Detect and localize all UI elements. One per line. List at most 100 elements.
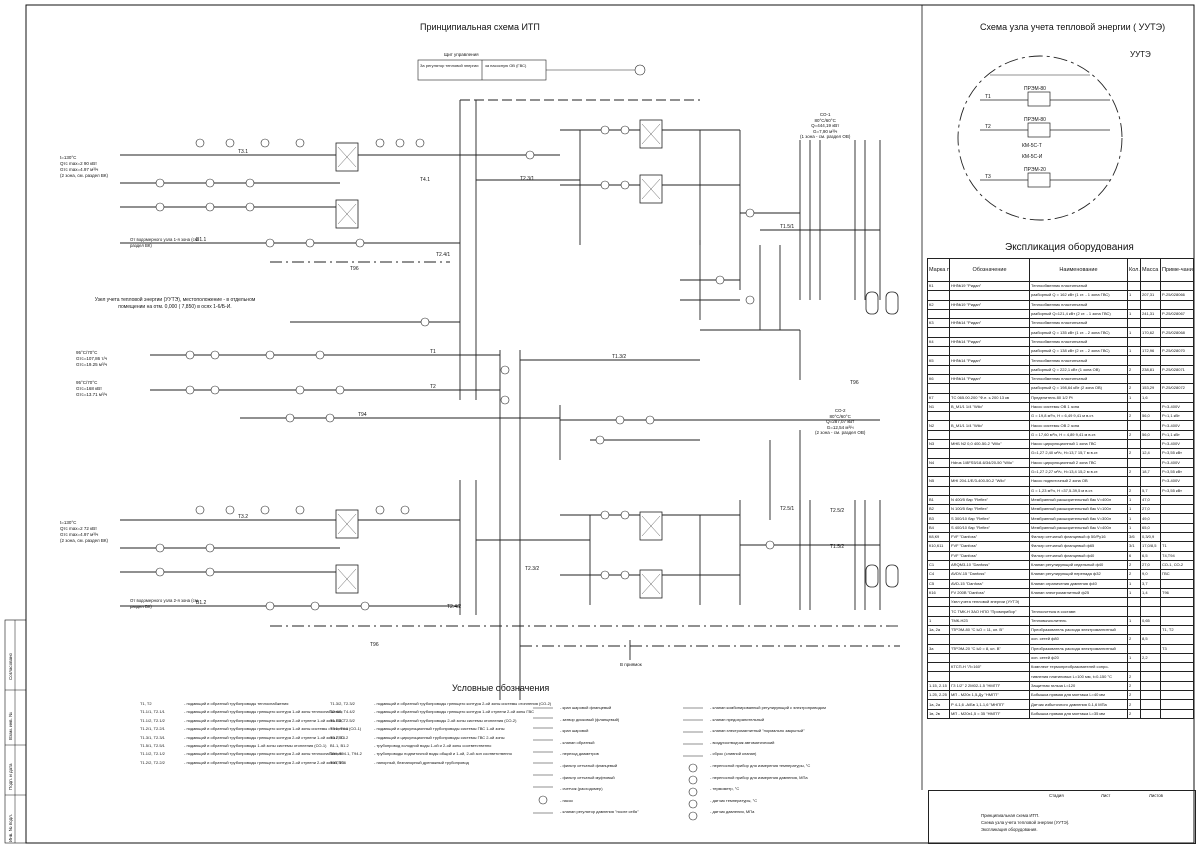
equipment-cell: Комплект термопреобразователей сопро-	[1029, 662, 1128, 673]
equipment-cell: Р=3-400V	[1160, 476, 1194, 487]
equipment-cell	[949, 327, 1030, 338]
equipment-cell: Р=3-400V	[1160, 401, 1194, 413]
meter-label: КМ-5С-Т	[1022, 143, 1042, 149]
equipment-cell: Теплообменник пластинчатый	[1029, 373, 1128, 385]
equipment-row: тивления платиновых L=100 мм, t=0-150 °C…	[927, 671, 1194, 682]
equipment-cell: 2	[1127, 680, 1141, 692]
equipment-cell	[1160, 671, 1194, 682]
equipment-cell	[927, 448, 950, 459]
heat-exchangers-upper	[335, 119, 663, 229]
equipment-cell: Р-25/028071	[1160, 364, 1194, 375]
equipment-cell: G=1,27 2,27 м³/ч, Н=13,4 15,2 м в.ст.	[1029, 466, 1128, 478]
equipment-cell: Клапан регулирующий перепада ф32	[1029, 569, 1128, 580]
equipment-cell: Т3	[1160, 643, 1194, 654]
equipment-cell	[1127, 299, 1141, 310]
equipment-cell: К1	[927, 280, 950, 292]
equipment-cell: 1	[1127, 290, 1141, 301]
shield-label: Щит управления	[444, 52, 479, 57]
equipment-cell	[1127, 457, 1141, 468]
equipment-cell: С5	[927, 578, 950, 589]
equipment-cell: 1	[1127, 615, 1141, 627]
equipment-cell	[1140, 336, 1161, 348]
equipment-cell: К5	[927, 355, 950, 366]
equipment-cell: 2	[1127, 364, 1141, 375]
equipment-cell	[1160, 680, 1194, 692]
equipment-cell: 6,5	[1140, 550, 1161, 561]
legend-code: Т1.3/1, Т2.3/1	[140, 734, 165, 740]
equipment-cell: Мембранный расширительный бак V=300л	[1029, 513, 1128, 524]
col-header: Кол. шт.	[1127, 258, 1141, 282]
equipment-cell	[1140, 476, 1161, 487]
equipment-cell: FVF "Danfoss"	[949, 550, 1030, 561]
legend-symbol-item: - кран шаровой	[560, 728, 589, 734]
water-node-note-lower: От водомерного узла 2-я зона (см. раздел…	[130, 598, 199, 609]
legend-symbol-item: - клапан предохранительный	[710, 716, 765, 722]
equipment-cell: К6	[927, 373, 950, 385]
equipment-cell	[1160, 355, 1194, 366]
legend-code: Т1.1/2, Т2.1/2	[140, 751, 165, 757]
pipe-label: В1.2	[196, 600, 207, 606]
equipment-cell: FV 200В "Danfoss"	[949, 587, 1030, 599]
equipment-cell	[1029, 597, 1128, 608]
equipment-cell: Насос циркуляционный 2 зона ГВС	[1029, 457, 1128, 468]
meter-device-labels: ПРЭМ-80 ПРЭМ-80 ПРЭМ-20 КМ-5С-Т КМ-5С-И …	[985, 86, 1046, 180]
equipment-cell	[1140, 373, 1161, 385]
equipment-cell: 1	[1127, 392, 1141, 403]
legend-code: Т94, Т94.1, Т94.2	[330, 751, 362, 757]
equipment-cell: Теплообменник пластинчатый	[1029, 318, 1128, 329]
equipment-cell: 241,31	[1140, 308, 1161, 320]
sheet-frame	[25, 4, 1195, 844]
pipe-labels: Т3.1 Т4.1 В1.1 Т1 Т2 Т94 Т3.2 В1.2 Т1.5/…	[196, 149, 859, 648]
legend-text: - трубопровод холодной воды 1-ой и 2-ой …	[374, 743, 492, 749]
equipment-cell: Клапан ограничения давления ф40	[1029, 578, 1128, 589]
equipment-cell	[1160, 699, 1194, 710]
equipment-cell: 1в, 2в	[927, 708, 950, 719]
equipment-cell	[1127, 373, 1141, 385]
equipment-cell: СО-1, СО-2	[1160, 559, 1194, 571]
drain-note: В приямок	[620, 662, 642, 667]
legend-item: Т1.5/1, Т2.5/1- подающий и обратный труб…	[140, 742, 330, 750]
legend-symbol-item: - клапан обратный	[560, 739, 595, 745]
equipment-cell: 2	[1127, 429, 1141, 441]
equipment-cell: 2	[1127, 671, 1141, 682]
meter-label: Т3	[985, 174, 991, 180]
equipment-cell: Фильтр сетчатый фланцевый ф65	[1029, 541, 1128, 552]
equipment-cell: Мембранный расширительный бак V=400л	[1029, 494, 1128, 506]
meter-label: ПРЭМ-20	[1024, 167, 1046, 173]
equipment-cell	[1160, 634, 1194, 645]
equipment-cell: КТСП-Н "Л=160"	[949, 662, 1030, 673]
equipment-cell: N 100/5 бар "Reflex"	[949, 504, 1030, 515]
equipment-cell: 6	[1127, 550, 1141, 561]
equipment-cell	[1140, 457, 1161, 468]
meter-label: Т2	[985, 124, 991, 130]
col-header: Обозначение	[949, 258, 1030, 282]
equipment-cell	[927, 485, 950, 496]
equipment-cell: S 400/10 бар "Reflex"	[949, 522, 1030, 534]
equipment-cell	[1140, 439, 1161, 450]
equipment-cell	[1127, 606, 1141, 617]
explication-title: Экспликация оборудования	[1005, 242, 1134, 253]
equipment-cell	[927, 652, 950, 664]
equipment-cell: К2	[927, 299, 950, 310]
pipe-label: Т2.4/1	[436, 252, 450, 258]
equipment-cell: Т4,Т94	[1160, 550, 1194, 561]
legend-code: Т1.2/1, Т2.2/1	[140, 726, 165, 732]
legend-symbol-item: - переход диаметров	[560, 751, 599, 757]
legend-code: Т1.5/1, Т2.5/1	[140, 743, 165, 749]
equipment-cell: В3	[927, 513, 950, 524]
equipment-cell	[949, 466, 1030, 478]
col-header: Приме-чание	[1160, 258, 1194, 282]
equipment-cell: 2,2	[1140, 652, 1161, 664]
legend-text: - подающий и обратный трубопроводы греющ…	[374, 701, 552, 706]
